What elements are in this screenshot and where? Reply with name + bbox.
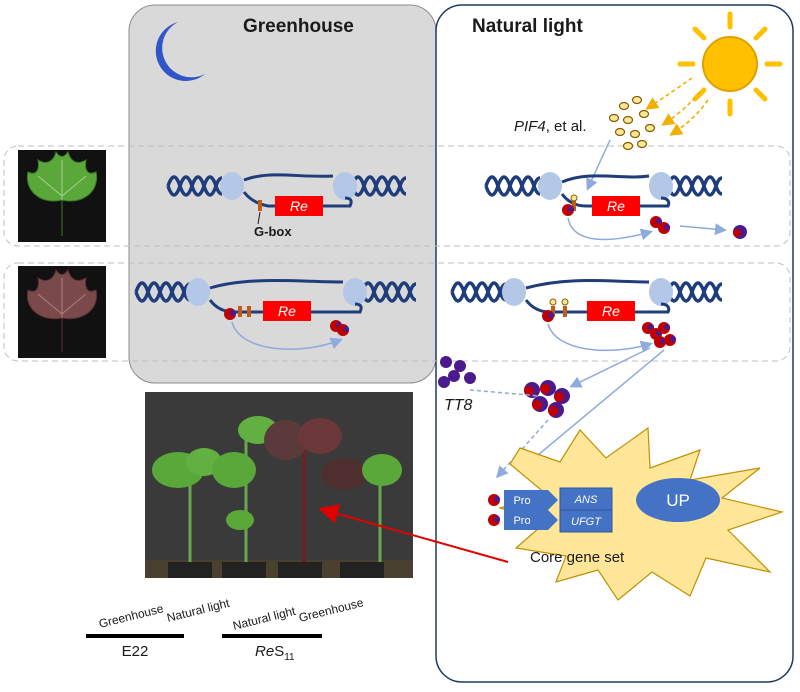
re-gene-box: [275, 196, 323, 216]
mbw-cluster: [524, 380, 570, 418]
natural-light-title: Natural light: [472, 16, 584, 37]
dna-top-right: Re: [484, 172, 747, 241]
tt8-cluster: [438, 356, 476, 388]
svg-text:UFGT: UFGT: [571, 516, 602, 528]
group-label-1: E22: [122, 643, 149, 660]
svg-text:Pro: Pro: [513, 495, 530, 507]
plant-label-3: Natural light: [231, 604, 297, 633]
pro-ans-row: Pro ANS: [488, 487, 613, 511]
pif4-label: PIF4, et al.: [514, 118, 587, 135]
svg-text:Pro: Pro: [513, 515, 530, 527]
svg-text:Re: Re: [607, 198, 625, 214]
svg-text:Re: Re: [602, 303, 620, 319]
dna-bottom-left: Re: [134, 278, 418, 350]
plant-label-1: Greenhouse: [97, 601, 165, 631]
dna-bottom-right: Re: [450, 278, 724, 353]
moon-icon: [155, 22, 205, 81]
pif4-cluster: [608, 95, 656, 151]
up-oval: [636, 478, 720, 522]
row-frame-top: [3, 145, 791, 247]
greenhouse-title: Greenhouse: [243, 16, 354, 37]
plant-photo: [145, 392, 413, 578]
sun-icon: [677, 11, 783, 117]
up-label: UP: [666, 491, 690, 510]
dna-top-left: Re: [166, 172, 408, 216]
red-arrow: [318, 504, 509, 563]
leaf-red-icon: [18, 266, 106, 358]
pro-ufgt-row: Pro UFGT: [488, 509, 613, 533]
plant-label-4: Greenhouse: [297, 595, 365, 625]
plant-label-2: Natural light: [165, 596, 231, 625]
svg-text:ANS: ANS: [574, 494, 598, 506]
row-frame-bottom: [3, 262, 791, 362]
group-label-2: ReS11: [255, 643, 295, 663]
tt8-label: TT8: [444, 397, 473, 414]
leaf-green-icon: [18, 150, 106, 242]
core-gene-set-label: Core gene set: [530, 549, 625, 566]
gbox-label: G-box: [254, 224, 292, 239]
svg-text:Re: Re: [290, 198, 308, 214]
light-rays: [645, 77, 709, 136]
svg-text:Re: Re: [278, 303, 296, 319]
